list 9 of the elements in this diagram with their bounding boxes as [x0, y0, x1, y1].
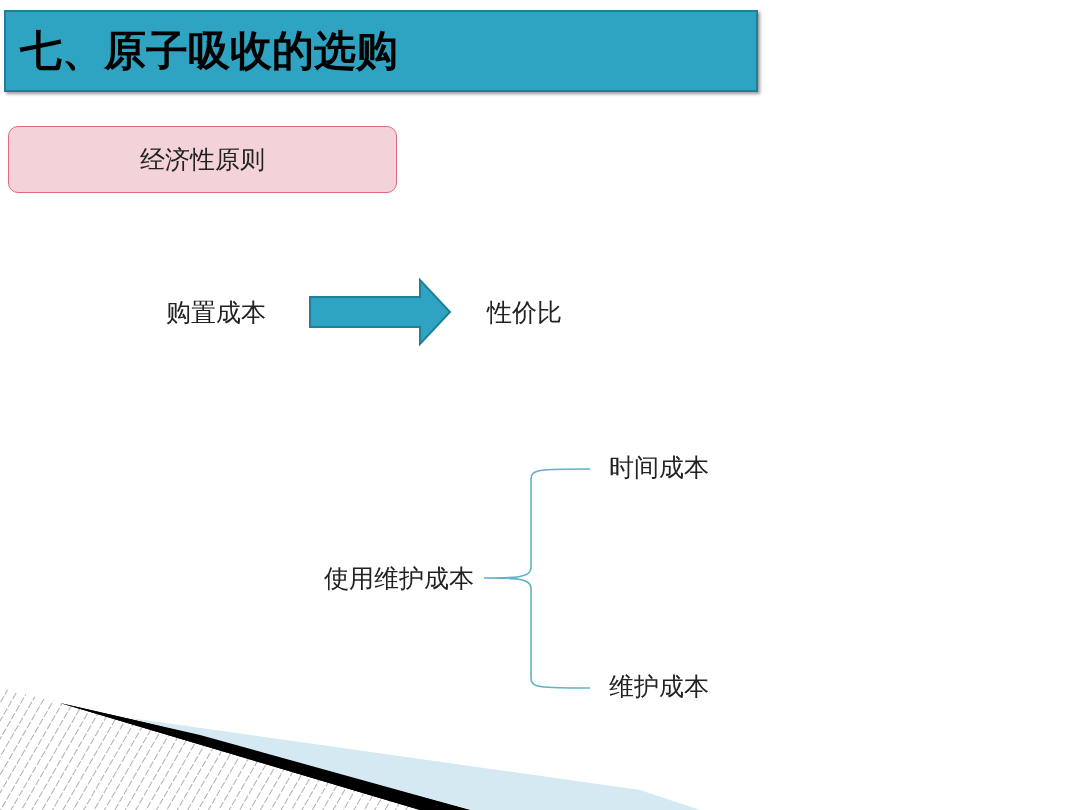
title-banner: 七、原子吸收的选购 — [4, 10, 758, 92]
term-text: 维护成本 — [590, 666, 728, 706]
block-arrow — [309, 277, 452, 347]
term-text: 时间成本 — [590, 447, 728, 487]
term-text: 购置成本 — [150, 292, 282, 332]
principle-box: 经济性原则 — [8, 126, 397, 193]
brace — [483, 468, 591, 689]
term-text: 性价比 — [474, 292, 574, 332]
term-text: 使用维护成本 — [312, 558, 486, 598]
